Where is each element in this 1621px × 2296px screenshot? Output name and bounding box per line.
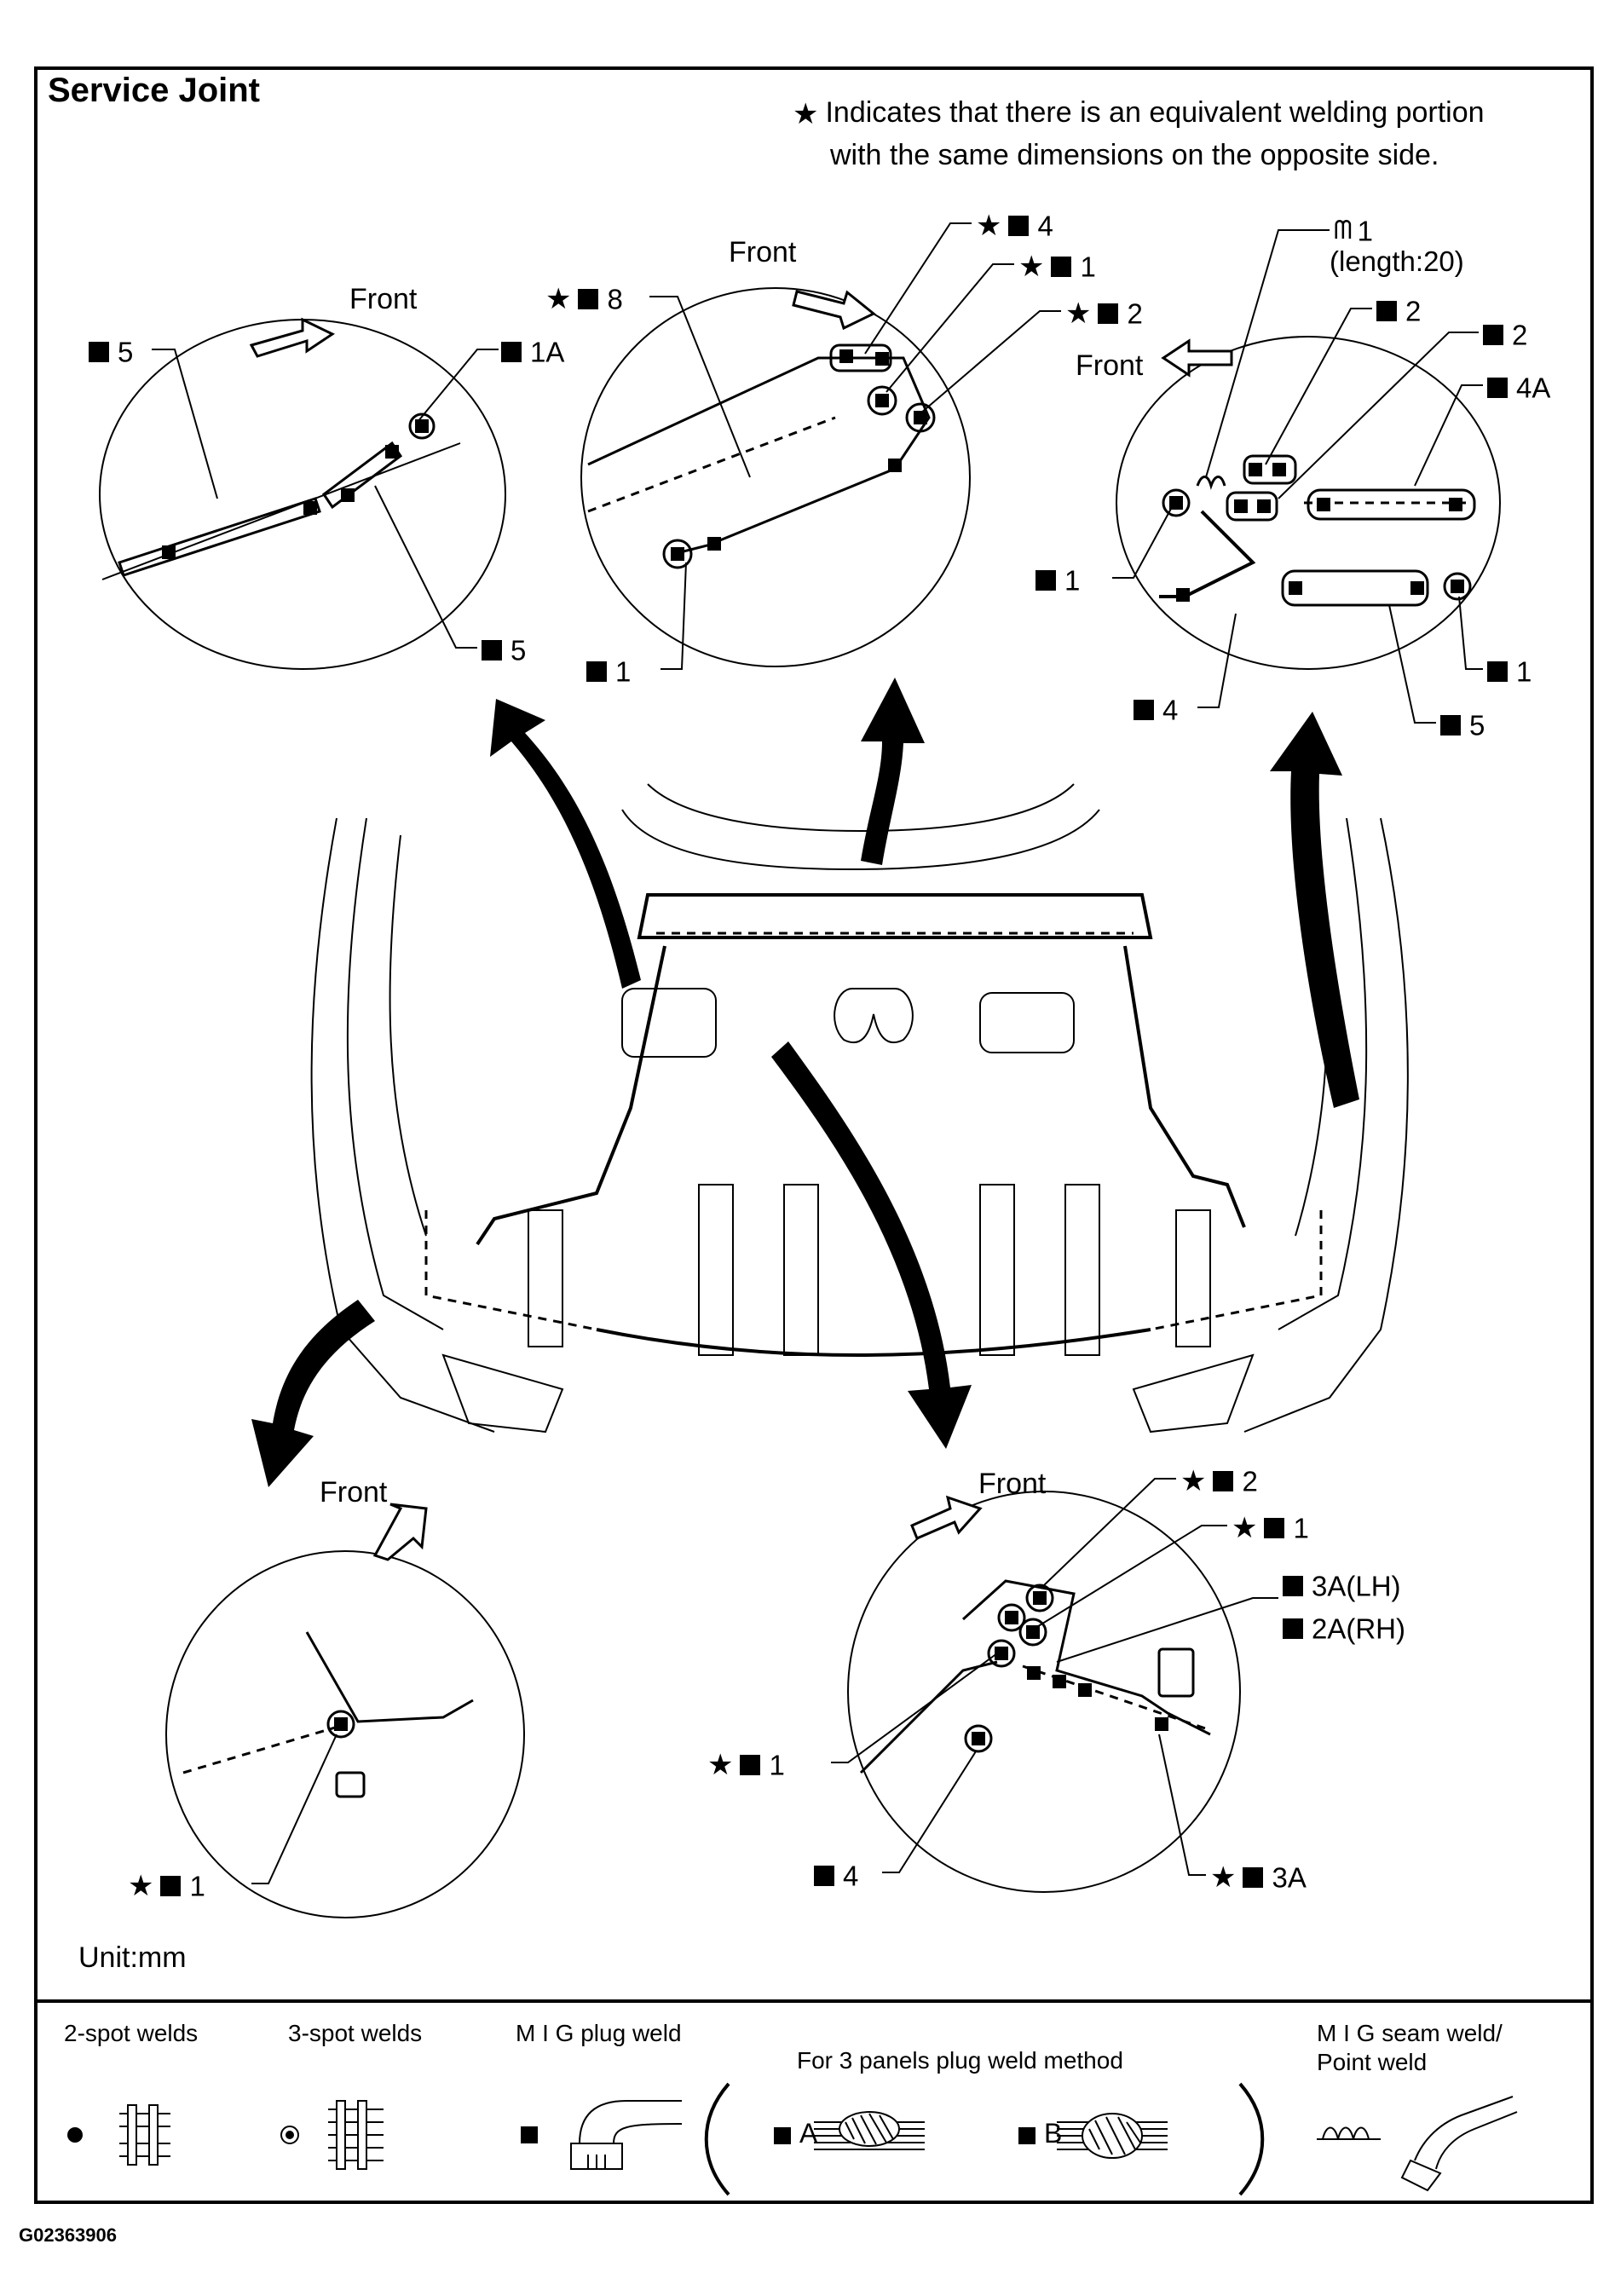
three-spot-dot-icon — [280, 2126, 299, 2144]
callout-tr-4a: 4A — [1487, 370, 1550, 404]
callout-br-3alh: 3A(LH) — [1283, 1568, 1401, 1602]
detail-circle-bottom-right — [847, 1491, 1241, 1893]
legend-divider — [34, 1999, 1594, 2003]
star-icon: ★ — [128, 1870, 154, 1903]
star-icon: ★ — [1180, 1465, 1207, 1498]
callout-tl-1a: 1A — [501, 334, 564, 368]
callout-br-1b: ★1 — [707, 1749, 785, 1782]
seam-weld-icon: ᗰ — [1334, 216, 1353, 245]
mig-seam-torch-icon — [1400, 2096, 1518, 2192]
front-label-tc: Front — [729, 236, 797, 268]
weld-markers — [162, 349, 1464, 1745]
open-paren-icon — [704, 2082, 730, 2196]
star-icon: ★ — [976, 210, 1002, 243]
page-title: Service Joint — [48, 72, 261, 109]
star-icon: ★ — [793, 98, 819, 131]
front-label-br: Front — [978, 1468, 1047, 1500]
callout-bl-1: ★1 — [128, 1870, 205, 1903]
legend-three-spot: 3-spot welds — [288, 2020, 423, 2046]
three-spot-weld-icon — [328, 2100, 384, 2170]
diagram-frame — [34, 66, 1594, 2204]
star-icon: ★ — [707, 1749, 734, 1782]
legend-icons — [67, 2082, 1518, 2196]
callout-tl-5b: 5 — [482, 632, 526, 666]
callout-tc-1b: 1 — [586, 654, 631, 688]
tc-detail-welds — [587, 343, 936, 569]
legend-three-panels: For 3 panels plug weld method — [797, 2047, 1123, 2074]
callout-br-2: ★2 — [1180, 1465, 1258, 1498]
callout-tr-1c: 1 — [1487, 654, 1532, 688]
mig-plug-square-icon — [521, 2126, 538, 2143]
weld-seam-lines — [476, 893, 1246, 1357]
legend-two-spot: 2-spot welds — [64, 2020, 199, 2046]
curved-arrows — [251, 678, 1359, 1487]
star-icon: ★ — [545, 283, 572, 316]
mig-plug-torch-icon — [578, 2100, 683, 2144]
close-paren-icon — [1238, 2082, 1265, 2196]
callout-tc-8: ★8 — [545, 283, 623, 316]
br-detail-welds — [859, 1579, 1211, 1774]
figure-id: G02363906 — [19, 2224, 117, 2246]
front-label-tl: Front — [349, 283, 418, 315]
callout-br-2arh: 2A(RH) — [1283, 1611, 1405, 1645]
legend-mig-seam-1: M I G seam weld/ — [1317, 2020, 1503, 2046]
equivalent-note: ★Indicates that there is an equivalent w… — [793, 92, 1485, 176]
front-label-bl: Front — [320, 1476, 388, 1509]
detail-circle-top-left — [99, 319, 506, 670]
star-icon: ★ — [1210, 1861, 1237, 1895]
front-label-tr: Front — [1076, 349, 1144, 382]
callout-tl-5a: 5 — [89, 334, 133, 368]
callout-tr-length: (length:20) — [1330, 245, 1464, 277]
callout-tr-2b: 2 — [1483, 317, 1527, 351]
callout-tc-4: ★4 — [976, 210, 1053, 243]
detail-circle-top-center — [580, 287, 971, 667]
callout-tc-2: ★2 — [1065, 297, 1143, 331]
callout-br-1a: ★1 — [1232, 1512, 1309, 1545]
star-icon: ★ — [1065, 297, 1092, 331]
mig-seam-icon — [1317, 2126, 1381, 2140]
callout-tc-1: ★1 — [1018, 251, 1096, 284]
star-icon: ★ — [1232, 1512, 1258, 1545]
legend-method-b: B — [1018, 2118, 1062, 2149]
callout-tr-2a: 2 — [1376, 293, 1421, 327]
method-a-icon — [814, 2111, 925, 2150]
star-icon: ★ — [1018, 251, 1045, 284]
two-spot-dot-icon — [67, 2127, 83, 2143]
legend-mig-seam-2: Point weld — [1317, 2049, 1428, 2075]
callout-br-4: 4 — [814, 1858, 858, 1892]
callout-br-3a: ★3A — [1210, 1861, 1307, 1895]
bl-detail-welds — [182, 1631, 474, 1798]
tr-detail-welds — [1159, 454, 1476, 607]
callout-tr-4: 4 — [1134, 692, 1178, 726]
weld-dashed-lines — [424, 932, 1323, 1331]
callout-tr-1b: 1 — [1035, 562, 1080, 597]
method-b-icon — [1057, 2113, 1168, 2159]
car-body-outline — [310, 783, 1409, 1434]
front-arrows — [249, 290, 1233, 1561]
unit-label: Unit:mm — [78, 1941, 187, 1974]
legend-method-a: A — [774, 2118, 817, 2149]
legend-mig-plug: M I G plug weld — [516, 2020, 682, 2046]
two-spot-weld-icon — [119, 2104, 170, 2166]
tl-detail-welds — [101, 412, 461, 580]
callout-leaders — [152, 222, 1483, 1884]
detail-circle-top-right — [1116, 336, 1501, 670]
detail-circle-bottom-left — [165, 1550, 525, 1918]
callout-tr-5: 5 — [1440, 707, 1485, 741]
